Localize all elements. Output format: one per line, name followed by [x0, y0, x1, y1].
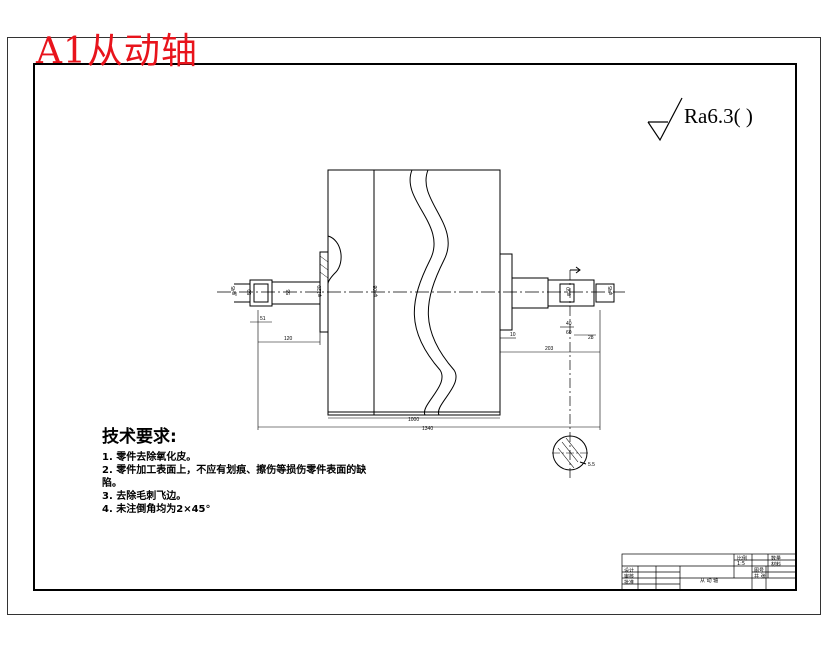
note-item: 陷。 — [102, 478, 122, 489]
dimension-texts: φ45 50 55 φ120 φ408 φ50 φ45 51 120 10 20… — [231, 285, 614, 468]
right-shaft — [499, 253, 615, 480]
note-item: 4. 未注倒角均为2×45° — [102, 504, 211, 515]
left-shaft — [234, 279, 321, 307]
tb-scale-value: 1:5 — [737, 561, 746, 567]
tb-qty-label: 数量 — [771, 556, 782, 562]
tb-row-label: 设计 — [624, 568, 635, 574]
drum-body — [327, 169, 501, 416]
note-item: 2. 零件加工表面上，不应有划痕、擦伤等损伤零件表面的缺 — [102, 465, 367, 476]
roughness-value: Ra6.3( ) — [684, 104, 753, 128]
note-item: 3. 去除毛刺飞边。 — [102, 491, 187, 502]
dim-section: 5.5 — [588, 462, 595, 468]
dim-10: 10 — [510, 332, 516, 338]
notes-heading: 技术要求: — [102, 427, 177, 447]
tb-part-name: 从 动 轴 — [700, 578, 719, 584]
dim-drum: φ408 — [373, 285, 379, 297]
title-block — [621, 553, 797, 591]
dim-right-50: φ50 — [566, 287, 572, 296]
dim-hub: φ120 — [317, 285, 323, 297]
left-hub — [319, 235, 342, 333]
dim-120: 120 — [284, 336, 293, 342]
dim-51: 51 — [260, 316, 266, 322]
dimension-lines — [235, 292, 601, 430]
technical-requirements: 技术要求: 1. 零件去除氧化皮。 2. 零件加工表面上，不应有划痕、擦伤等损伤… — [102, 422, 366, 516]
dim-40: 40 — [566, 321, 572, 327]
roughness-symbol — [647, 97, 683, 142]
outer-border — [7, 37, 821, 615]
drawing-title: A1从动轴 — [36, 31, 198, 72]
tb-scale-label: 比例 — [737, 556, 748, 562]
dim-1000: 1000 — [408, 417, 419, 423]
dim-28: 28 — [588, 335, 594, 341]
dim-left-end: φ45 — [231, 286, 237, 295]
section-view — [552, 435, 590, 471]
dim-1340: 1340 — [422, 426, 433, 432]
dim-right-45: φ45 — [608, 286, 614, 295]
drawing-frame — [33, 63, 797, 591]
tb-sheet: 共 张 — [754, 574, 766, 580]
tb-row-label: 批准 — [624, 580, 635, 586]
dim-203: 203 — [545, 346, 554, 352]
note-item: 1. 零件去除氧化皮。 — [102, 452, 197, 463]
tb-drawing-no: 图号 — [754, 568, 765, 574]
dim-left-50: 50 — [247, 289, 253, 295]
dim-left-55: 55 — [286, 289, 292, 295]
tb-material-label: 材料 — [771, 562, 782, 568]
tb-row-label: 审核 — [624, 574, 635, 580]
dim-60: 60 — [566, 330, 572, 336]
